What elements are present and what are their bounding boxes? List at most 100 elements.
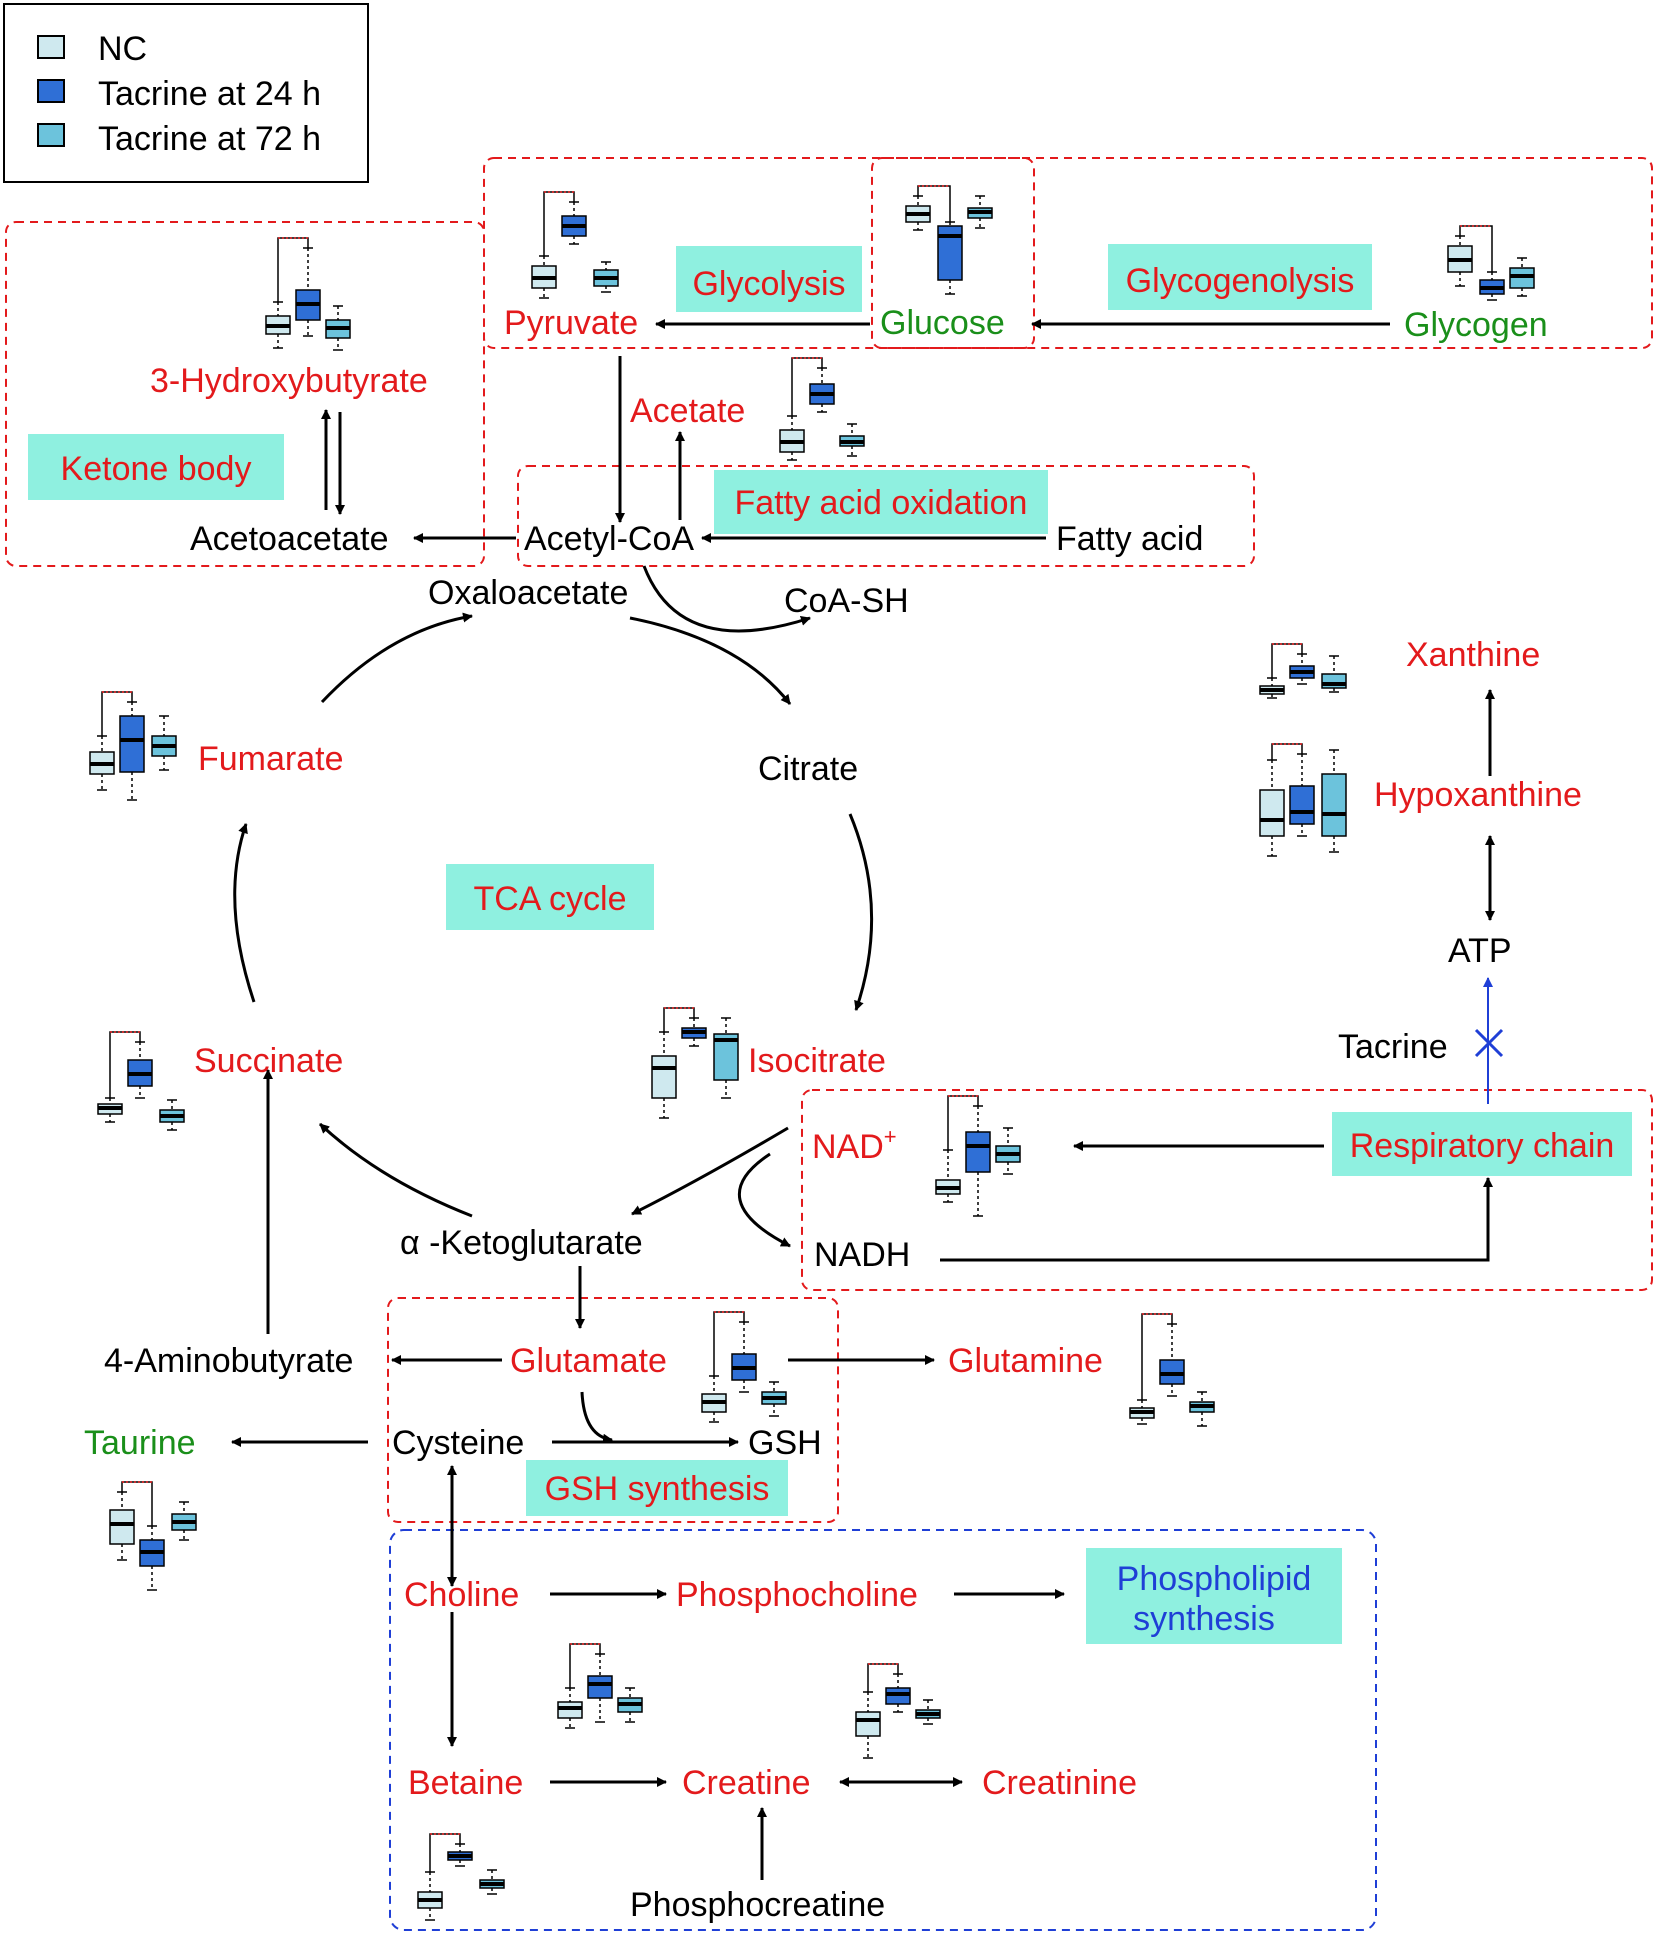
boxplot-isocitrate	[651, 1007, 739, 1119]
pathway-label-phospholipid-1: Phospholipid	[1117, 1560, 1312, 1598]
label-isocitrate: Isocitrate	[748, 1042, 886, 1080]
legend-swatch-72h	[37, 123, 65, 147]
label-gsh: GSH	[748, 1424, 822, 1462]
arrow-nadh-respiratory	[940, 1177, 1493, 1262]
boxplot-hydroxybutyrate-bracket	[277, 237, 309, 302]
legend-label-nc: NC	[98, 30, 147, 68]
boxplot-fumarate-box-2	[119, 715, 145, 773]
boxplot-creatine-bracket	[867, 1663, 899, 1692]
label-hydroxybutyrate: 3-Hydroxybutyrate	[150, 362, 428, 400]
arrow-oxaloacetate-citrate	[629, 616, 792, 705]
inhibition-mark	[1474, 1028, 1504, 1058]
label-nad: NAD+	[812, 1124, 897, 1166]
pathway-box-tca-cycle	[446, 864, 654, 930]
region-glycogenolysis	[871, 157, 1653, 349]
boxplot-glutamate	[701, 1311, 787, 1423]
label-cysteine: Cysteine	[392, 1424, 524, 1462]
boxplot-choline-bracket	[569, 1643, 601, 1688]
legend-swatch-nc	[37, 35, 65, 59]
boxplot-choline-box-2	[587, 1675, 613, 1699]
arrow-ketoglutarate-succinate	[318, 1122, 473, 1218]
boxplot-creatine-box-1	[855, 1711, 881, 1737]
pathway-box-gsh-synthesis	[526, 1460, 788, 1516]
boxplot-nad-box-2	[965, 1131, 991, 1173]
boxplot-hydroxybutyrate	[265, 237, 351, 351]
boxplot-glucose	[905, 185, 993, 295]
region-boxes	[5, 157, 1653, 1931]
legend-label-24h: Tacrine at 24 h	[98, 75, 321, 113]
label-creatine: Creatine	[682, 1764, 811, 1802]
boxplot-glutamate-bracket	[713, 1311, 745, 1376]
arrow-succinate-fumarate	[233, 823, 256, 1003]
pathway-box-respiratory-chain	[1332, 1112, 1632, 1176]
boxplot-glycogen	[1447, 225, 1535, 301]
label-pyruvate: Pyruvate	[504, 304, 638, 342]
region-gsh-synthesis	[387, 1297, 839, 1523]
pathway-boxes: Glycolysis Glycogenolysis Ketone body Fa…	[28, 244, 1632, 1644]
pathway-label-respiratory-chain: Respiratory chain	[1350, 1127, 1615, 1165]
label-nad-sup: +	[884, 1124, 897, 1149]
boxplot-choline	[557, 1643, 643, 1729]
boxplot-succinate-bracket	[109, 1031, 141, 1098]
pathway-label-gsh-synthesis: GSH synthesis	[545, 1470, 770, 1508]
boxplot-hypoxanthine	[1259, 743, 1347, 857]
label-choline: Choline	[404, 1576, 519, 1614]
boxplot-xanthine	[1259, 643, 1347, 699]
boxplot-glutamine-bracket	[1141, 1313, 1173, 1400]
label-nadh: NADH	[814, 1236, 910, 1274]
arrow-fumarate-oxaloacetate	[320, 612, 473, 704]
boxplot-isocitrate-box-1	[651, 1055, 677, 1099]
boxplot-fumarate	[89, 691, 177, 801]
region-fatty-acid-oxidation	[517, 465, 1255, 567]
boxplot-fumarate-bracket	[101, 691, 133, 736]
pathway-label-tca-cycle: TCA cycle	[473, 880, 626, 918]
arrow-isocitrate-ketoglutarate	[631, 1126, 789, 1216]
region-phospholipid	[389, 1529, 1377, 1931]
boxplot-creatine	[855, 1663, 941, 1759]
pathway-box-phospholipid	[1086, 1548, 1342, 1644]
boxplot-pyruvate	[531, 191, 619, 299]
boxplot-acetate	[779, 357, 865, 461]
label-aminobutyrate: 4-Aminobutyrate	[104, 1342, 353, 1380]
arrow-citrate-isocitrate	[848, 813, 874, 1011]
label-glutamine: Glutamine	[948, 1342, 1103, 1380]
boxplot-hypoxanthine-box-1	[1259, 789, 1285, 837]
label-ketoglutarate: α -Ketoglutarate	[400, 1224, 643, 1262]
pathway-box-glycolysis	[676, 246, 862, 312]
label-glycogen: Glycogen	[1404, 306, 1548, 344]
boxplot-betaine-bracket	[429, 1833, 461, 1872]
metabolite-labels: Pyruvate Glucose Glycogen 3-Hydroxybutyr…	[84, 304, 1582, 1924]
label-phosphocreatine: Phosphocreatine	[630, 1886, 885, 1924]
boxplot-taurine	[109, 1481, 197, 1591]
label-taurine: Taurine	[84, 1424, 196, 1462]
boxplot-betaine	[417, 1833, 505, 1921]
legend: NC Tacrine at 24 h Tacrine at 72 h	[3, 3, 369, 183]
boxplot-pyruvate-bracket	[543, 191, 575, 256]
boxplot-succinate	[97, 1031, 185, 1131]
label-fumarate: Fumarate	[198, 740, 344, 778]
pathway-label-glycogenolysis: Glycogenolysis	[1126, 262, 1355, 300]
pathway-label-ketone-body: Ketone body	[61, 450, 252, 488]
boxplot-acetate-bracket	[791, 357, 823, 416]
boxplot-hypoxanthine-box-2	[1289, 785, 1315, 825]
label-atp: ATP	[1448, 932, 1512, 970]
mini-boxplots	[89, 185, 1535, 1921]
label-oxaloacetate: Oxaloacetate	[428, 574, 628, 612]
label-tacrine: Tacrine	[1338, 1028, 1448, 1066]
region-glycolysis	[483, 157, 1035, 349]
pathway-box-fatty-acid-oxidation	[714, 470, 1048, 534]
pathway-label-fatty-acid-oxidation: Fatty acid oxidation	[735, 484, 1028, 522]
pathway-box-ketone-body	[28, 434, 284, 500]
pathway-box-glycogenolysis	[1108, 244, 1372, 310]
region-respiratory-chain	[801, 1089, 1653, 1291]
label-glutamate: Glutamate	[510, 1342, 667, 1380]
label-citrate: Citrate	[758, 750, 858, 788]
label-acetate: Acetate	[630, 392, 745, 430]
label-betaine: Betaine	[408, 1764, 523, 1802]
pathway-label-glycolysis: Glycolysis	[692, 265, 845, 303]
label-succinate: Succinate	[194, 1042, 343, 1080]
label-phosphocholine: Phosphocholine	[676, 1576, 918, 1614]
label-creatinine: Creatinine	[982, 1764, 1137, 1802]
